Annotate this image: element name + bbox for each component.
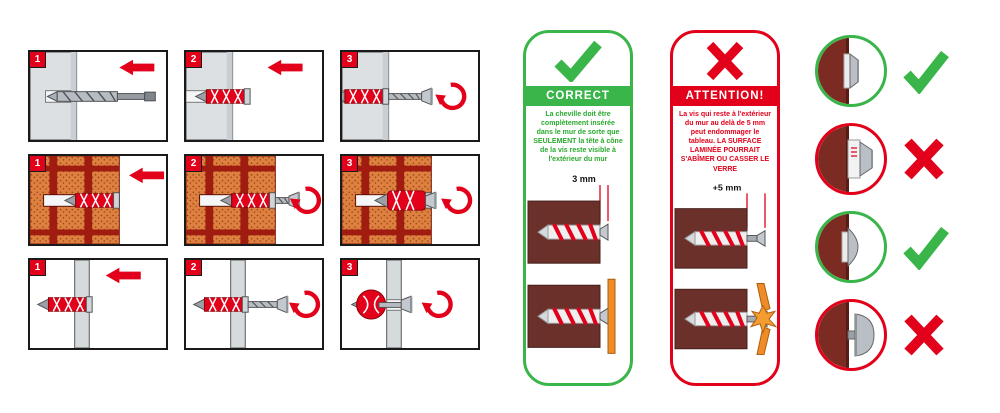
correct-body: La cheville doit être complètement insér… xyxy=(533,111,623,164)
step-badge: 3 xyxy=(342,52,358,68)
step-badge: 1 xyxy=(30,156,46,172)
broken-panel-top xyxy=(756,282,771,312)
rotation-arrow-icon xyxy=(290,189,319,212)
example-circle-flush-rounded-head xyxy=(815,211,887,283)
example-circle-protruding-anchor-collar xyxy=(815,123,887,195)
example-row xyxy=(815,32,951,110)
plug-knotted-hollow-illustration xyxy=(350,260,478,348)
panel-solid-step-3: 3 xyxy=(340,50,480,142)
screw-icon xyxy=(400,295,413,314)
insert-plug-illustration xyxy=(186,52,303,140)
example-row xyxy=(815,120,951,198)
step-badge: 1 xyxy=(30,52,46,68)
attention-body: La vis qui reste à l'extérieur du mur au… xyxy=(679,111,771,173)
crack-starburst xyxy=(749,304,777,334)
panel-hollow-step-2: 2 xyxy=(184,258,324,350)
rotation-arrow-icon xyxy=(435,85,464,108)
push-left-arrow-icon xyxy=(105,267,141,284)
attention-card: ATTENTION! La vis qui reste à l'extérieu… xyxy=(670,30,780,386)
insert-plug-hollow-illustration xyxy=(37,260,141,348)
panel-brick-step-3: 3 xyxy=(340,154,480,246)
screw-in-brick-illustration xyxy=(186,156,322,244)
step-badge: 2 xyxy=(186,260,202,276)
correct-diagram: 3 mm xyxy=(526,167,630,383)
cross-icon xyxy=(904,138,944,180)
plug-expanded-brick-illustration xyxy=(342,156,478,244)
drilling-illustration xyxy=(30,52,156,140)
panel-hollow-step-3: 3 xyxy=(340,258,480,350)
check-icon xyxy=(903,226,949,270)
panel-solid-step-1: 1 xyxy=(28,50,168,142)
insert-plug-brick-illustration xyxy=(30,156,165,244)
rotation-arrow-icon xyxy=(422,293,451,316)
check-icon xyxy=(903,50,949,94)
panel-hollow-step-1: 1 xyxy=(28,258,168,350)
check-icon xyxy=(526,33,630,86)
step-badge: 3 xyxy=(342,260,358,276)
step-badge: 2 xyxy=(186,156,202,172)
steps-grid: 1 2 3 xyxy=(28,50,480,350)
example-row xyxy=(815,296,951,374)
examples-column xyxy=(815,32,951,374)
laminated-panel xyxy=(607,278,616,354)
panel-solid-step-2: 2 xyxy=(184,50,324,142)
attention-diagram: +5 mm xyxy=(673,176,777,383)
step-badge: 3 xyxy=(342,156,358,172)
push-left-arrow-icon xyxy=(267,59,303,76)
example-row xyxy=(815,208,951,286)
step-badge: 1 xyxy=(30,260,46,276)
rotation-arrow-icon xyxy=(289,293,318,316)
attention-title: ATTENTION! xyxy=(673,86,777,106)
example-circle-flush-countersunk-head xyxy=(815,35,887,107)
push-left-arrow-icon xyxy=(129,167,165,184)
push-left-arrow-icon xyxy=(119,59,155,76)
wall-plug-icon xyxy=(37,296,93,313)
correct-title: CORRECT xyxy=(526,86,630,106)
screw-in-hollow-illustration xyxy=(193,260,322,348)
screw-in-illustration xyxy=(342,52,478,140)
cross-icon xyxy=(904,314,944,356)
screw-icon xyxy=(276,295,289,314)
screw-icon xyxy=(421,87,434,106)
correct-card: CORRECT La cheville doit être complèteme… xyxy=(523,30,633,386)
measurement-label: +5 mm xyxy=(713,182,742,192)
rotation-arrow-icon xyxy=(441,189,470,212)
measurement-label: 3 mm xyxy=(572,174,595,184)
broken-panel-bottom xyxy=(756,325,771,355)
panel-brick-step-2: 2 xyxy=(184,154,324,246)
cross-icon xyxy=(673,33,777,86)
step-badge: 2 xyxy=(186,52,202,68)
panel-brick-step-1: 1 xyxy=(28,154,168,246)
example-circle-protruding-pan-head xyxy=(815,299,887,371)
